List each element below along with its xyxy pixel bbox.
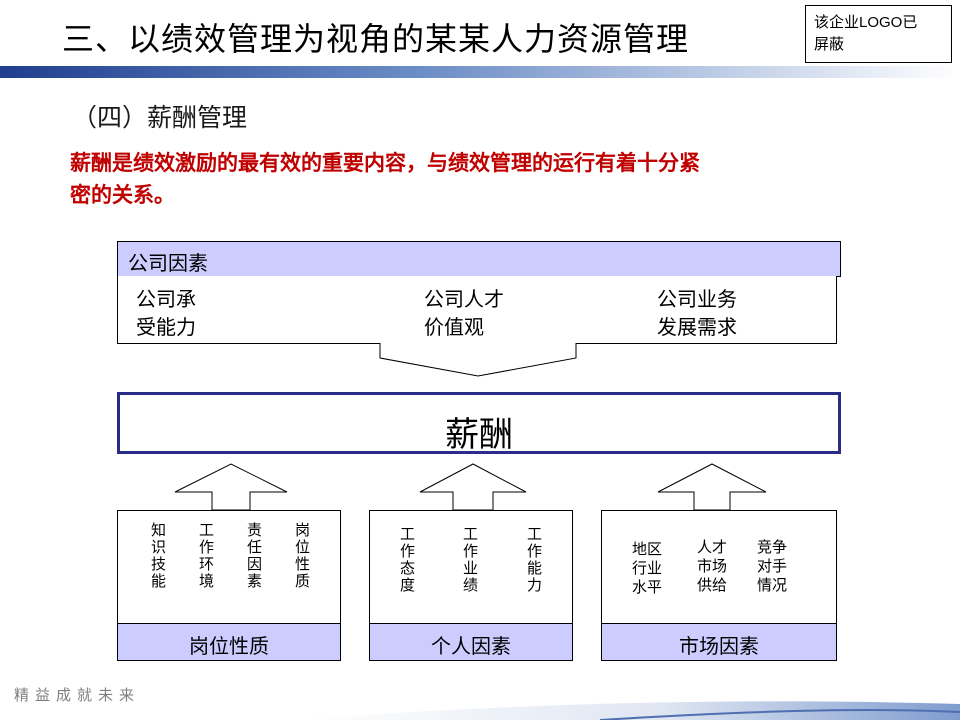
salary-box: 薪酬	[117, 392, 841, 455]
company-to-salary-arrow	[117, 343, 380, 358]
down-arrow	[117, 343, 380, 358]
factor-work-performance: 工作业绩	[461, 526, 479, 594]
factor-work-environment: 工作环境	[197, 522, 215, 590]
up-arrow-personal	[419, 463, 527, 511]
header-band	[0, 66, 960, 78]
company-factor-talent-values: 公司人才 价值观	[424, 287, 504, 339]
logo-text-line2: 屏蔽	[814, 36, 845, 53]
salary-label: 薪酬	[445, 415, 513, 455]
lead-line-1: 薪酬是绩效激励的最有效的重要内容，与绩效管理的运行有着十分紧	[70, 150, 700, 175]
group-personal-label: 个人因素	[431, 634, 511, 658]
group-position-header: 岗位性质	[117, 623, 341, 661]
funnel-arrow	[380, 343, 576, 376]
company-factors-header: 公司因素	[117, 241, 841, 277]
factor-work-ability: 工作能力	[525, 526, 543, 594]
lead-line-2: 密的关系。	[70, 182, 175, 207]
factor-competitor: 竞争 对手 情况	[757, 538, 788, 594]
up-arrow-market	[657, 463, 767, 511]
factor-regional-level: 地区 行业 水平	[632, 540, 663, 596]
logo-placeholder: 该企业LOGO已 屏蔽	[805, 5, 952, 63]
group-market-header: 市场因素	[601, 623, 837, 661]
group-position-label: 岗位性质	[189, 634, 269, 658]
company-factor-business-needs: 公司业务 发展需求	[657, 287, 737, 339]
lead-paragraph: 薪酬是绩效激励的最有效的重要内容，与绩效管理的运行有着十分紧 密的关系。	[70, 147, 890, 211]
logo-text-line1: 该企业LOGO已	[814, 14, 918, 31]
group-personal-body	[369, 510, 573, 624]
funnel-arrow-outline	[379, 343, 577, 377]
factor-position-nature: 岗位性质	[293, 522, 311, 590]
footer-swoosh	[300, 701, 960, 720]
group-market-label: 市场因素	[679, 634, 759, 658]
company-factor-capacity: 公司承 受能力	[136, 287, 196, 339]
factor-knowledge-skills: 知识技能	[149, 522, 167, 590]
up-arrow-position	[174, 463, 288, 511]
section-subtitle: （四）薪酬管理	[72, 103, 248, 132]
company-factors-label: 公司因素	[128, 251, 208, 275]
factor-work-attitude: 工作态度	[398, 526, 416, 594]
page-title: 三、以绩效管理为视角的某某人力资源管理	[62, 20, 690, 58]
group-personal-header: 个人因素	[369, 623, 573, 661]
factor-responsibility: 责任因素	[245, 522, 263, 590]
factor-talent-supply: 人才 市场 供给	[697, 538, 728, 594]
group-position-body	[117, 510, 341, 624]
group-market-body	[601, 510, 837, 624]
company-factors-body	[117, 276, 837, 344]
footer-tagline: 精益成就未来	[14, 686, 141, 704]
